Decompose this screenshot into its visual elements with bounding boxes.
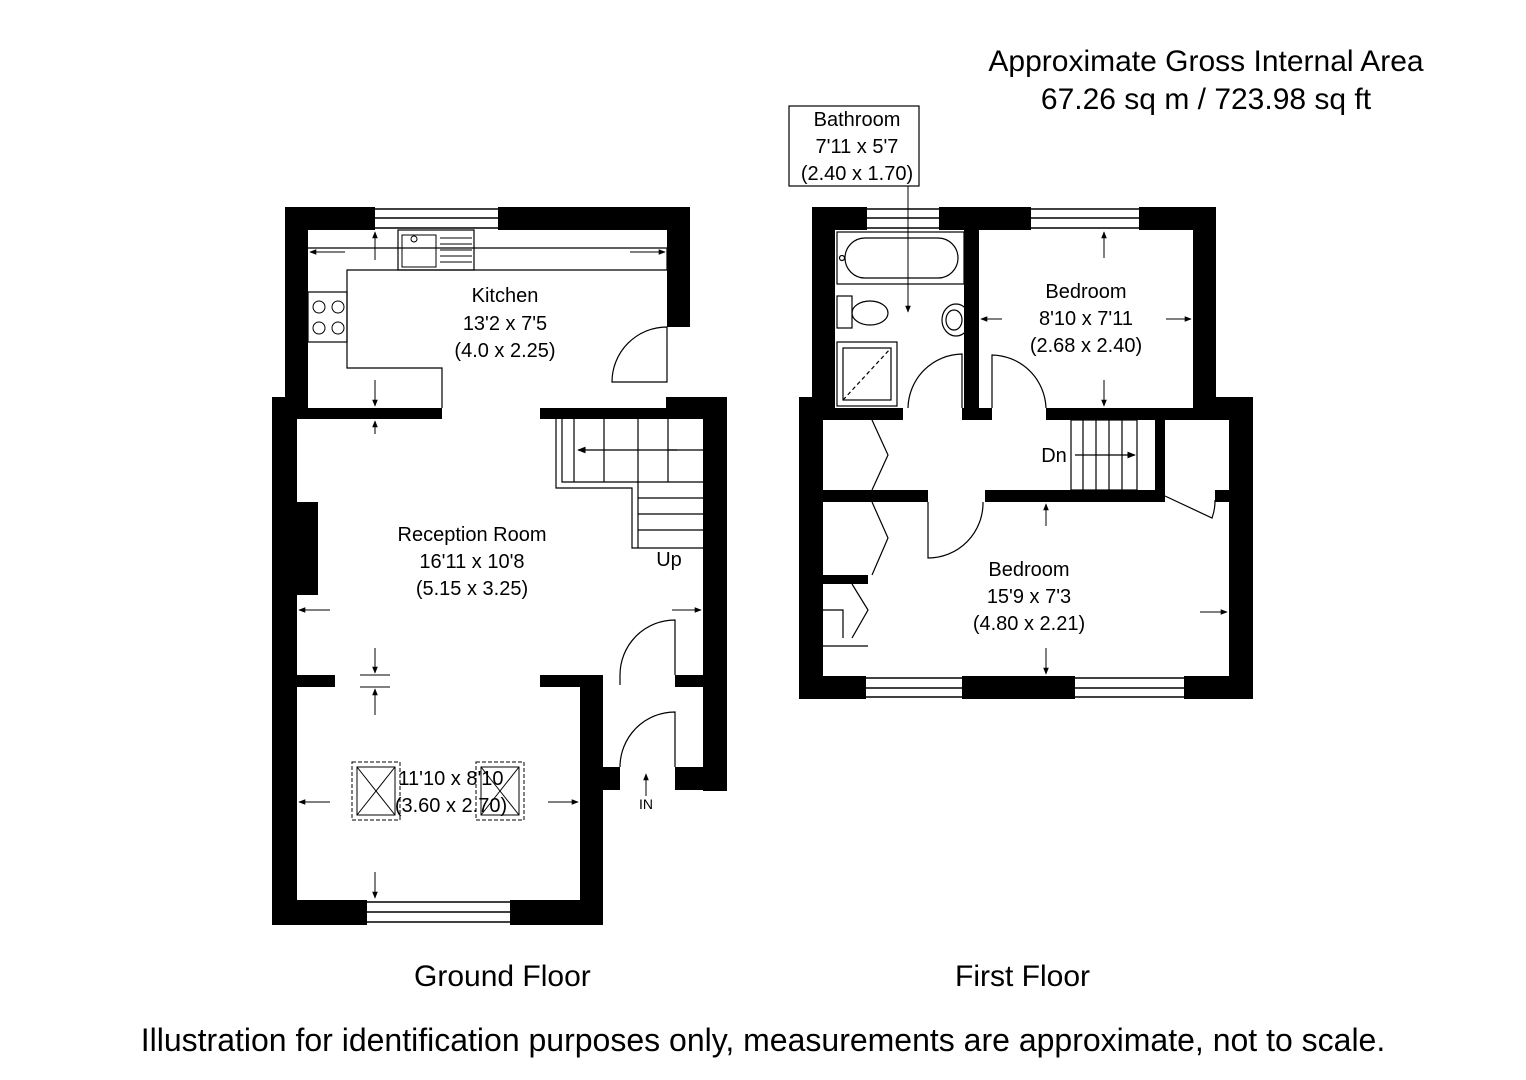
- kitchen-name: Kitchen: [472, 285, 539, 307]
- wall: [540, 408, 666, 419]
- front-room-metric: (3.60 x 2.70): [395, 795, 507, 817]
- skylight: [475, 761, 525, 821]
- wall: [675, 767, 727, 790]
- kitchen-imperial: 13'2 x 7'5: [463, 313, 547, 335]
- kitchen-metric: (4.0 x 2.25): [454, 340, 555, 362]
- area-value: 67.26 sq m / 723.98 sq ft: [1040, 83, 1372, 116]
- skylight: [351, 761, 401, 821]
- bedroom-window: [866, 677, 962, 698]
- dimension-arrows: [980, 231, 1228, 675]
- bedroom-large-imperial: 15'9 x 7'3: [987, 586, 1071, 608]
- wall: [580, 685, 603, 925]
- front-door: [619, 711, 676, 768]
- bedroom-small-name: Bedroom: [1045, 281, 1126, 303]
- bedroom-large-name: Bedroom: [988, 559, 1069, 581]
- bathroom-door: [907, 353, 963, 409]
- dimension-arrows: [298, 231, 702, 899]
- wall: [985, 490, 1165, 502]
- bathroom-label-box: [788, 105, 920, 187]
- wall: [939, 207, 1031, 230]
- wall: [675, 675, 703, 687]
- wall: [799, 397, 823, 699]
- wall: [540, 675, 603, 687]
- area-title: Approximate Gross Internal Area: [988, 45, 1424, 78]
- wall: [812, 207, 835, 420]
- wall: [799, 676, 866, 699]
- reception-imperial: 16'11 x 10'8: [419, 551, 524, 573]
- wall: [297, 675, 335, 687]
- wall: [823, 408, 903, 420]
- wall: [1046, 408, 1193, 420]
- wall: [964, 230, 979, 410]
- wall: [1193, 207, 1216, 420]
- toilet-icon: [836, 295, 853, 329]
- front-room-imperial: 11'10 x 8'10: [398, 768, 503, 790]
- entrance-label: IN: [639, 796, 653, 812]
- chimney-breast: [297, 502, 318, 595]
- wall: [1229, 397, 1253, 699]
- wall: [1155, 420, 1165, 500]
- first-floor-label: First Floor: [955, 960, 1090, 993]
- wall: [962, 676, 1075, 699]
- bedroom-large-metric: (4.80 x 2.21): [973, 613, 1085, 635]
- stairs-up-label: Up: [656, 549, 682, 571]
- bedroom-small-imperial: 8'10 x 7'11: [1039, 308, 1133, 330]
- wall: [666, 397, 727, 419]
- ground-floor-label: Ground Floor: [414, 960, 591, 993]
- basin-icon: [941, 303, 971, 337]
- bedroom-door: [991, 354, 1047, 409]
- bathroom-imperial: 7'11 x 5'7: [816, 136, 899, 158]
- wall: [823, 490, 928, 502]
- wall: [823, 575, 868, 584]
- wall: [498, 207, 690, 230]
- bathroom-window: [867, 208, 939, 229]
- wall: [285, 207, 308, 408]
- bedroom-window: [1075, 677, 1184, 698]
- shower-icon: [836, 341, 898, 407]
- wardrobe: [823, 419, 889, 647]
- reception-name: Reception Room: [398, 524, 547, 546]
- wall: [667, 207, 690, 327]
- hob-icon: [307, 291, 348, 343]
- cupboard-door: [1164, 495, 1216, 519]
- bedroom-small-metric: (2.68 x 2.40): [1030, 335, 1142, 357]
- wall: [297, 408, 442, 419]
- kitchen-window: [375, 208, 498, 229]
- ground-floor-plan: Kitchen 13'2 x 7'5 (4.0 x 2.25) Receptio…: [272, 207, 727, 925]
- bedroom-door: [927, 501, 984, 559]
- kitchen-counter: [308, 247, 668, 408]
- bedroom-window: [1031, 208, 1139, 229]
- wall: [1215, 490, 1229, 502]
- wall: [962, 408, 992, 420]
- reception-metric: (5.15 x 3.25): [416, 578, 528, 600]
- disclaimer: Illustration for identification purposes…: [140, 1022, 1386, 1058]
- kitchen-door: [611, 326, 668, 383]
- wall: [1193, 397, 1253, 420]
- front-window: [367, 901, 510, 923]
- wall: [272, 397, 297, 925]
- wall: [272, 900, 367, 925]
- wall: [1184, 676, 1253, 699]
- stairs-down-label: Dn: [1041, 445, 1067, 467]
- bathroom-metric: (2.40 x 1.70): [801, 163, 913, 185]
- first-floor-plan: Bathroom 7'11 x 5'7 (2.40 x 1.70) Bedroo…: [788, 105, 1253, 699]
- bathroom-name: Bathroom: [814, 109, 901, 131]
- sink-icon: [397, 229, 475, 271]
- bathtub-icon: [836, 231, 965, 285]
- staircase: [555, 419, 703, 549]
- staircase: [1070, 419, 1138, 491]
- wall: [703, 397, 727, 791]
- hall-door: [619, 619, 676, 685]
- wall: [580, 767, 620, 790]
